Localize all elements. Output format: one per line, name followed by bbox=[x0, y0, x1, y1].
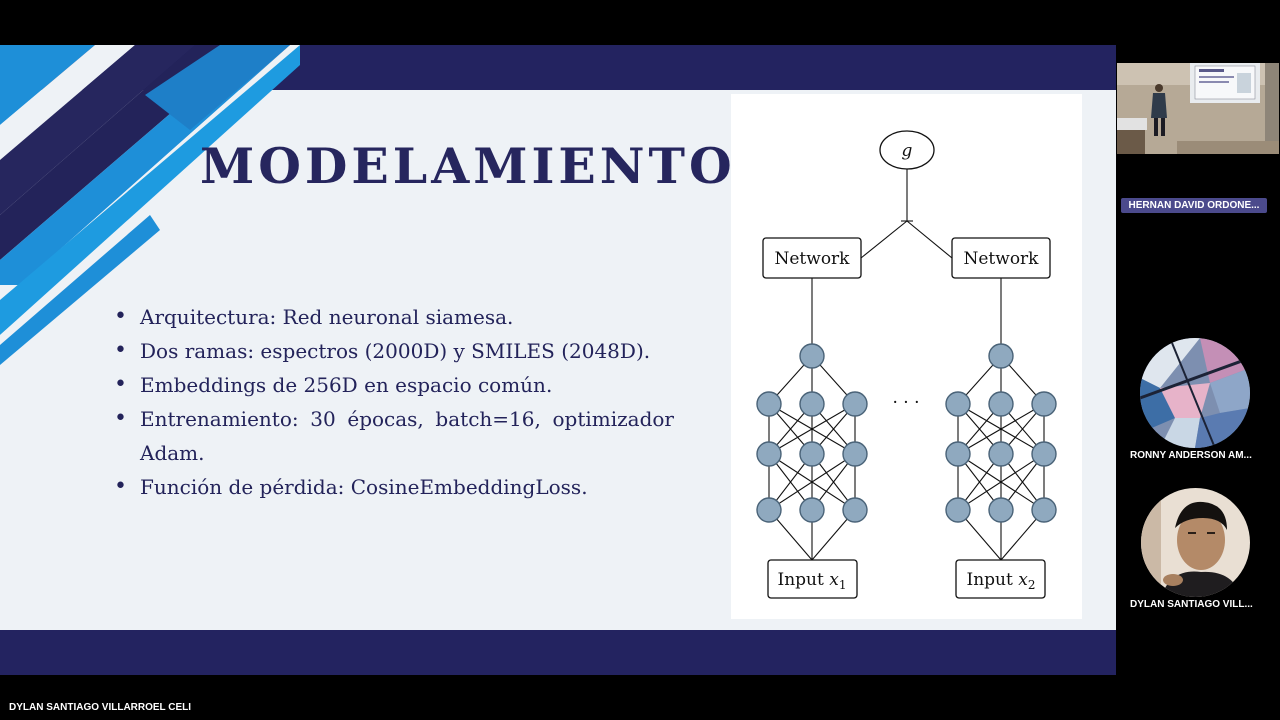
input-box-right bbox=[955, 559, 1046, 599]
participant-avatar-ronny[interactable] bbox=[1140, 338, 1250, 448]
participant-name-ronny: RONNY ANDERSON AM... bbox=[1130, 450, 1252, 461]
presenter-name-label: HERNAN DAVID ORDONE... bbox=[1121, 198, 1267, 213]
neuron-node bbox=[842, 391, 868, 417]
neuron-node bbox=[988, 497, 1014, 523]
bullet-item: Función de pérdida: CosineEmbeddingLoss. bbox=[112, 470, 674, 504]
presenter-video[interactable] bbox=[1117, 63, 1279, 154]
output-node-label: g bbox=[902, 141, 913, 161]
network-box-left bbox=[762, 237, 862, 279]
neuron-node bbox=[756, 391, 782, 417]
bullet-list: Arquitectura: Red neuronal siamesa. Dos … bbox=[112, 300, 674, 504]
input-right-label: Input x2 bbox=[967, 570, 1036, 592]
bullet-item: Arquitectura: Red neuronal siamesa. bbox=[112, 300, 674, 334]
bullet-item: Embeddings de 256D en espacio común. bbox=[112, 368, 674, 402]
neuron-node bbox=[799, 497, 825, 523]
bullet-item: Dos ramas: espectros (2000D) y SMILES (2… bbox=[112, 334, 674, 368]
ellipsis: · · · bbox=[892, 393, 919, 413]
neuron-node bbox=[988, 391, 1014, 417]
slide-bottom-band bbox=[0, 630, 1116, 675]
network-left-label: Network bbox=[775, 249, 851, 269]
neuron-node bbox=[945, 391, 971, 417]
network-right-label: Network bbox=[964, 249, 1040, 269]
diagram-neurons bbox=[756, 343, 1057, 523]
decorative-stripes bbox=[0, 45, 300, 365]
neuron-node bbox=[1031, 441, 1057, 467]
bullet-item: Entrenamiento: 30 épocas, batch=16, opti… bbox=[112, 402, 674, 470]
neuron-node bbox=[1031, 391, 1057, 417]
presentation-slide: MODELAMIENTO Arquitectura: Red neuronal … bbox=[0, 45, 1116, 675]
neuron-node bbox=[756, 497, 782, 523]
input-left-label: Input x1 bbox=[778, 570, 847, 592]
input-box-left bbox=[767, 559, 858, 599]
neuron-node bbox=[842, 441, 868, 467]
neuron-node bbox=[1031, 497, 1057, 523]
siamese-network-diagram: g Network Network · · · Input x1 Input x… bbox=[731, 94, 1082, 619]
neuron-node bbox=[799, 441, 825, 467]
participant-avatar-dylan[interactable] bbox=[1141, 488, 1250, 597]
neuron-node bbox=[945, 497, 971, 523]
network-box-right bbox=[951, 237, 1051, 279]
neuron-node bbox=[988, 441, 1014, 467]
slide-title: MODELAMIENTO bbox=[200, 137, 736, 195]
neuron-node bbox=[799, 343, 825, 369]
neuron-node bbox=[945, 441, 971, 467]
classroom-video-frame bbox=[1117, 63, 1279, 154]
participant-name-dylan: DYLAN SANTIAGO VILL... bbox=[1130, 599, 1253, 610]
neuron-node bbox=[988, 343, 1014, 369]
neuron-node bbox=[799, 391, 825, 417]
self-view-name: DYLAN SANTIAGO VILLARROEL CELI bbox=[9, 702, 192, 713]
neuron-node bbox=[756, 441, 782, 467]
neuron-node bbox=[842, 497, 868, 523]
